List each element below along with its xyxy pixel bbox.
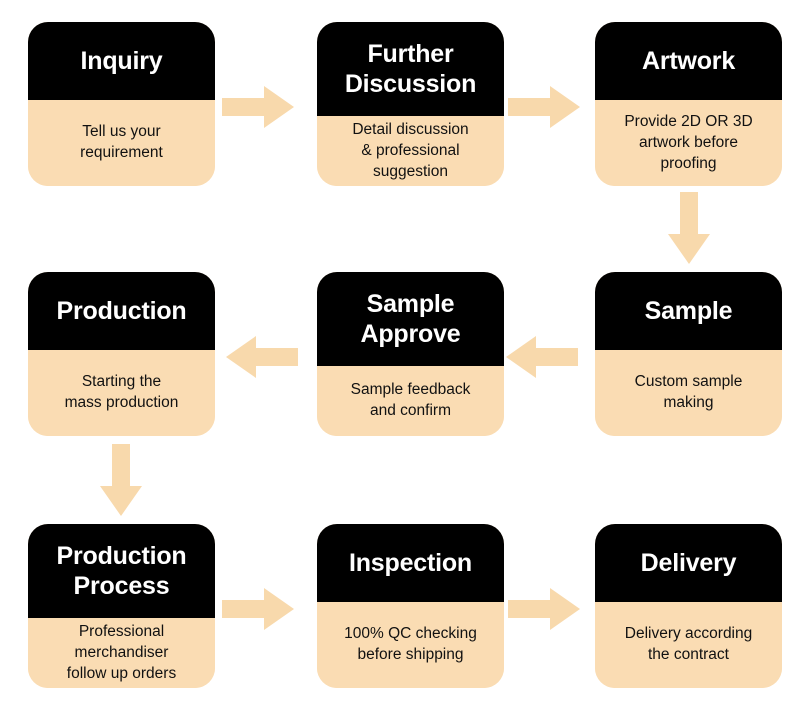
arrow-right-production-process-to-inspection bbox=[222, 588, 294, 630]
arrow-right-inquiry-to-further-discussion bbox=[222, 86, 294, 128]
step-description-delivery: Delivery according the contract bbox=[595, 602, 782, 688]
step-title-inquiry: Inquiry bbox=[28, 22, 215, 100]
step-title-sample-approve: Sample Approve bbox=[317, 272, 504, 366]
step-description-further-discussion: Detail discussion & professional suggest… bbox=[317, 116, 504, 186]
step-description-inspection: 100% QC checking before shipping bbox=[317, 602, 504, 688]
step-title-artwork: Artwork bbox=[595, 22, 782, 100]
step-title-further-discussion: Further Discussion bbox=[317, 22, 504, 116]
step-description-artwork: Provide 2D OR 3D artwork before proofing bbox=[595, 100, 782, 186]
arrow-right-further-discussion-to-artwork bbox=[508, 86, 580, 128]
step-title-sample: Sample bbox=[595, 272, 782, 350]
step-card-sample[interactable]: Sample Custom sample making bbox=[595, 272, 782, 436]
step-title-delivery: Delivery bbox=[595, 524, 782, 602]
arrow-left-sample-to-sample-approve bbox=[506, 336, 578, 378]
step-card-sample-approve[interactable]: Sample Approve Sample feedback and confi… bbox=[317, 272, 504, 436]
step-card-artwork[interactable]: Artwork Provide 2D OR 3D artwork before … bbox=[595, 22, 782, 186]
step-card-delivery[interactable]: Delivery Delivery according the contract bbox=[595, 524, 782, 688]
arrow-down-production-to-production-process bbox=[100, 444, 142, 516]
step-title-production-process: Production Process bbox=[28, 524, 215, 618]
step-description-sample: Custom sample making bbox=[595, 350, 782, 436]
step-description-production: Starting the mass production bbox=[28, 350, 215, 436]
step-card-inquiry[interactable]: Inquiry Tell us your requirement bbox=[28, 22, 215, 186]
step-description-sample-approve: Sample feedback and confirm bbox=[317, 366, 504, 436]
arrow-left-sample-approve-to-production bbox=[226, 336, 298, 378]
arrow-right-inspection-to-delivery bbox=[508, 588, 580, 630]
step-card-inspection[interactable]: Inspection 100% QC checking before shipp… bbox=[317, 524, 504, 688]
arrow-down-artwork-to-sample bbox=[668, 192, 710, 264]
step-title-inspection: Inspection bbox=[317, 524, 504, 602]
step-card-production[interactable]: Production Starting the mass production bbox=[28, 272, 215, 436]
step-description-production-process: Professional merchandiser follow up orde… bbox=[28, 618, 215, 688]
step-description-inquiry: Tell us your requirement bbox=[28, 100, 215, 186]
step-card-production-process[interactable]: Production Process Professional merchand… bbox=[28, 524, 215, 688]
step-card-further-discussion[interactable]: Further Discussion Detail discussion & p… bbox=[317, 22, 504, 186]
step-title-production: Production bbox=[28, 272, 215, 350]
